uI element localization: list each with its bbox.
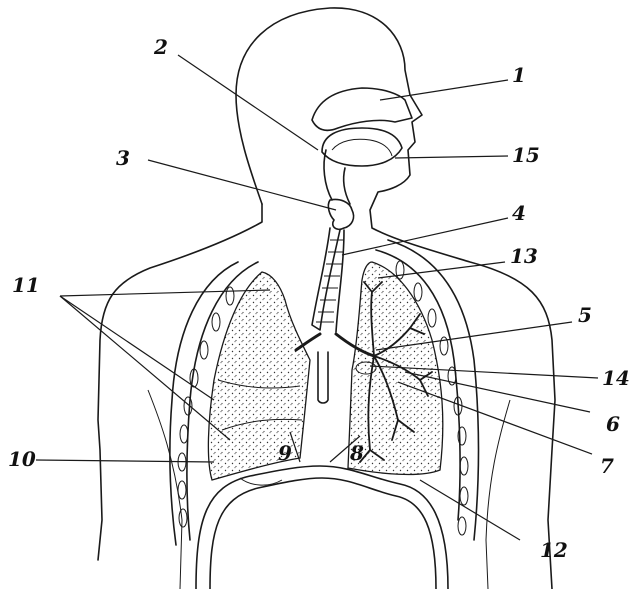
label-1: 1 <box>512 63 526 87</box>
label-5: 5 <box>578 303 592 327</box>
trachea <box>312 228 344 332</box>
label-3: 3 <box>116 146 130 170</box>
label-15: 15 <box>512 143 540 167</box>
esophagus <box>318 352 328 403</box>
diaphragm-inner <box>210 478 436 589</box>
tongue <box>332 139 392 156</box>
label-14: 14 <box>602 366 630 390</box>
label-11: 11 <box>12 273 40 297</box>
label-9: 9 <box>278 441 292 465</box>
arm-line-left <box>148 390 182 589</box>
lung-right-anatomical <box>208 272 310 480</box>
label-8: 8 <box>349 441 364 465</box>
nasal-cavity <box>312 88 412 130</box>
label-7: 7 <box>600 454 614 478</box>
diaphragm <box>196 466 448 589</box>
label-2: 2 <box>153 35 168 59</box>
label-4: 4 <box>512 201 526 225</box>
oral-cavity <box>322 128 402 166</box>
arm-line-right <box>486 400 510 589</box>
label-10: 10 <box>8 447 36 471</box>
label-12: 12 <box>540 538 568 562</box>
label-6: 6 <box>606 412 620 436</box>
label-13: 13 <box>510 244 538 268</box>
